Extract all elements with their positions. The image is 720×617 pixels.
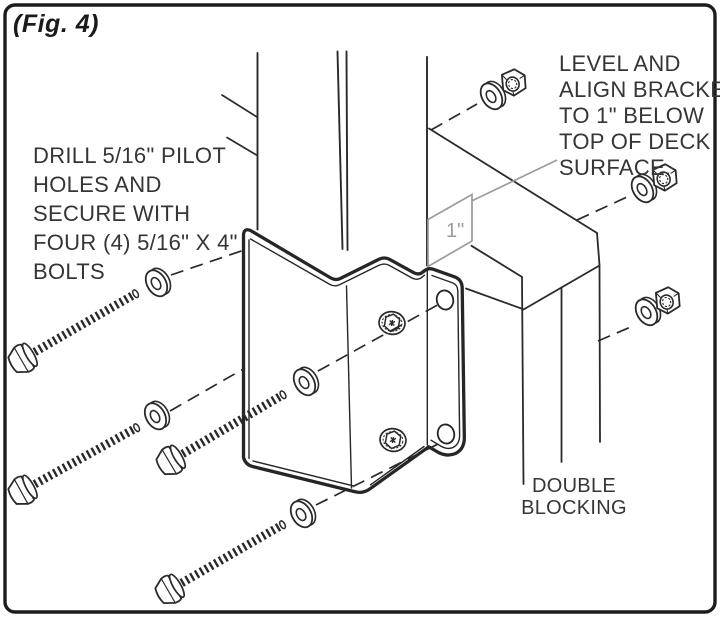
bolt-1 (4, 280, 144, 378)
deck-boards-left (221, 94, 258, 156)
double-blocking-line: DOUBLE (531, 475, 617, 497)
dimension-label: 1" (446, 220, 464, 242)
bolt-2 (4, 414, 145, 510)
figure-label: (Fig. 4) (13, 10, 99, 38)
bolt-4 (151, 511, 291, 609)
drill-note-line: HOLES AND (33, 172, 162, 197)
bracket-outline (241, 228, 466, 495)
bracket-bend-line (345, 285, 353, 489)
level-note-line: SURFACE. (559, 155, 672, 180)
post (256, 50, 428, 267)
bracket-hole-top (435, 289, 455, 311)
drill-note-line: BOLTS (33, 259, 106, 284)
drill-note-line: FOUR (4) 5/16" X 4" (33, 230, 238, 255)
washer-4 (285, 494, 321, 533)
level-note-line: TO 1" BELOW (559, 103, 705, 128)
bracket-hole-bottom (436, 423, 456, 445)
drill-note-line: SECURE WITH (33, 201, 191, 226)
level-note-line: LEVEL AND (559, 51, 681, 76)
double-blocking-line: BLOCKING (521, 496, 627, 519)
bracket (241, 228, 466, 495)
figure-border (3, 3, 717, 614)
assembly-guide-dashes (169, 103, 634, 506)
drill-note: DRILL 5/16" PILOT HOLES AND SECURE WITH … (33, 141, 238, 286)
level-note-line: TOP OF DECK (559, 129, 711, 154)
drill-note-line: DRILL 5/16" PILOT (33, 143, 227, 168)
washer-2 (139, 396, 175, 434)
double-blocking-label: DOUBLE BLOCKING (498, 475, 650, 519)
dimension-flag: 1" (427, 159, 558, 268)
